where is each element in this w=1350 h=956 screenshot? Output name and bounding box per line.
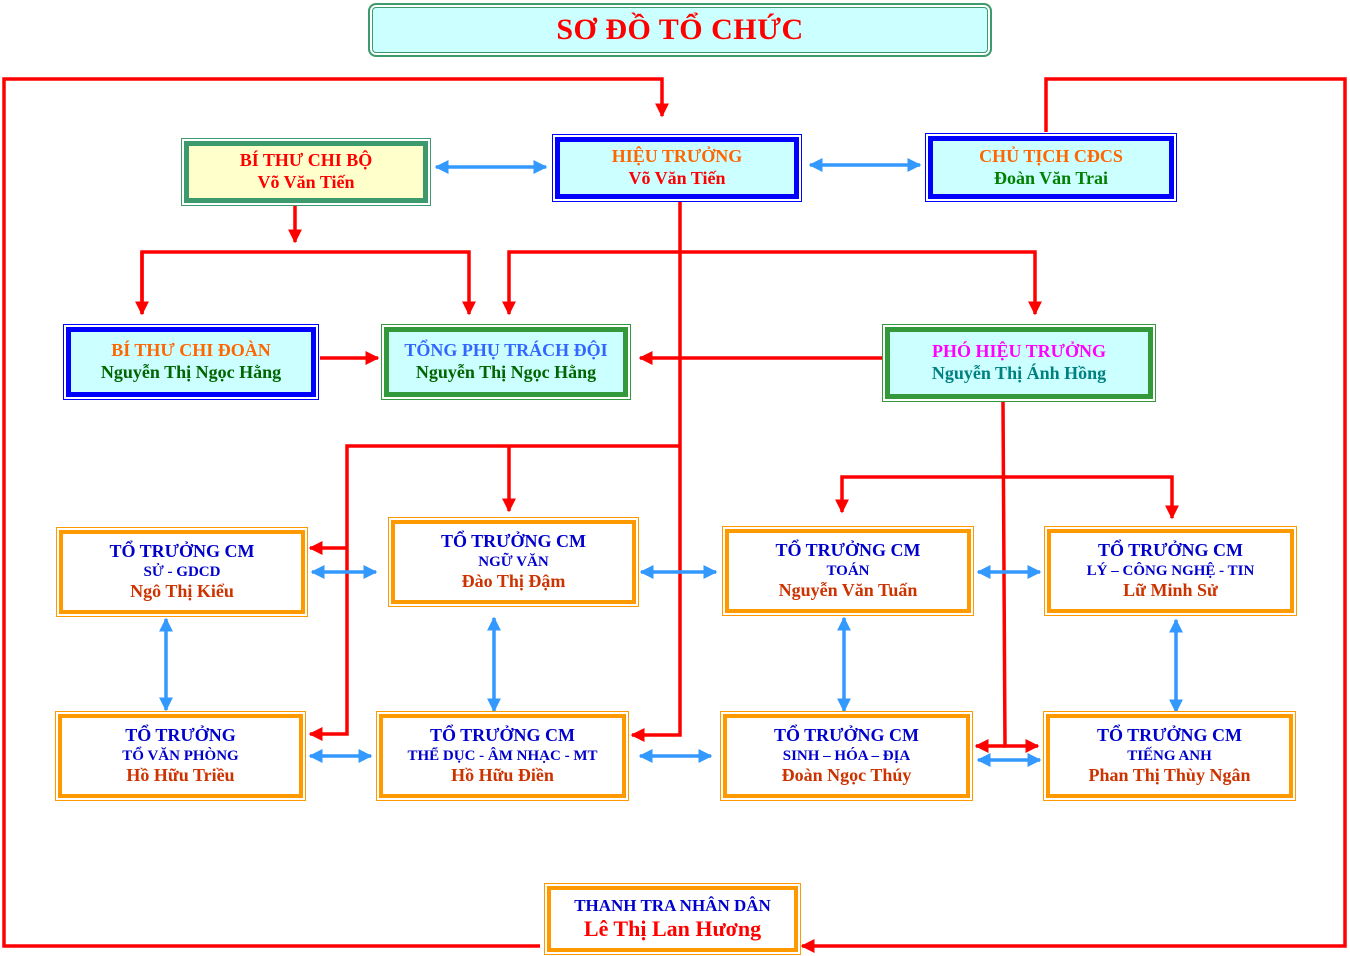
- node-role: TỔ TRƯỞNG CM: [440, 531, 586, 552]
- diagram-title: SƠ ĐỒ TỔ CHỨC: [556, 13, 804, 46]
- node-person-name: Nguyễn Thị Ánh Hồng: [931, 363, 1107, 383]
- node-role: TỔ TRƯỞNG CM: [1097, 540, 1243, 561]
- node-tong-phu-trach-doi: TỔNG PHỤ TRÁCH ĐỘI Nguyễn Thị Ngọc Hằng: [381, 324, 631, 400]
- node-thanh-tra-nhan-dan: THANH TRA NHÂN DÂN Lê Thị Lan Hương: [544, 883, 801, 955]
- node-chu-tich-cdcs: CHỦ TỊCH CĐCS Đoàn Văn Trai: [925, 133, 1177, 202]
- node-person-name: Đoàn Ngọc Thúy: [781, 765, 912, 785]
- node-role: BÍ THƯ CHI ĐOÀN: [111, 340, 271, 361]
- node-to-toan: TỔ TRƯỞNG CM TOÁN Nguyễn Văn Tuấn: [722, 526, 974, 616]
- node-person-name: Đoàn Văn Trai: [993, 167, 1109, 188]
- node-subject: TOÁN: [826, 563, 870, 579]
- node-role: TỔNG PHỤ TRÁCH ĐỘI: [404, 340, 608, 361]
- node-to-ngu-van: TỔ TRƯỞNG CM NGỮ VĂN Đào Thị Đậm: [388, 517, 639, 607]
- line-hieutruong-to-pht: [680, 250, 1042, 316]
- node-person-name: Nguyễn Thị Ngọc Hằng: [100, 362, 282, 382]
- node-person-name: Hồ Hữu Triều: [126, 765, 235, 785]
- node-role: TỔ TRƯỞNG CM: [1096, 725, 1242, 746]
- line-pht-to-toan: [835, 475, 1004, 514]
- node-role: TỔ TRƯỞNG CM: [775, 540, 921, 561]
- line-bithuchibo-to-chidoan: [140, 250, 476, 316]
- node-role: HIỆU TRƯỞNG: [611, 146, 743, 167]
- node-person-name: Đào Thị Đậm: [461, 571, 566, 591]
- node-subject: NGỮ VĂN: [478, 554, 549, 570]
- node-person-name: Hồ Hữu Điền: [451, 765, 554, 785]
- node-role: THANH TRA NHÂN DÂN: [574, 895, 771, 915]
- node-to-the-duc-am-nhac-mt: TỔ TRƯỞNG CM THỂ DỤC - ÂM NHẠC - MT Hồ H…: [376, 711, 629, 801]
- line-thanhtra-to-hieutruong: [2, 77, 669, 948]
- node-to-su-gdcd: TỔ TRƯỞNG CM SỬ - GDCD Ngô Thị Kiểu: [56, 527, 308, 617]
- node-person-name: Lữ Minh Sử: [1123, 580, 1218, 600]
- line-hieutruong-trunk: [630, 200, 682, 742]
- node-person-name: Nguyễn Thị Ngọc Hằng: [415, 362, 597, 382]
- node-subject: LÝ – CÔNG NGHỆ - TIN: [1086, 563, 1255, 579]
- node-person-name: Võ Văn Tiến: [628, 168, 726, 188]
- node-role: TỔ TRƯỞNG: [125, 725, 236, 746]
- node-person-name: Nguyễn Văn Tuấn: [778, 580, 918, 600]
- node-hieu-truong: HIỆU TRƯỞNG Võ Văn Tiến: [552, 134, 802, 202]
- node-to-van-phong: TỔ TRƯỞNG TỔ VĂN PHÒNG Hồ Hữu Triều: [55, 711, 306, 801]
- node-role: CHỦ TỊCH CĐCS: [979, 145, 1123, 166]
- node-person-name: Lê Thị Lan Hương: [583, 916, 762, 941]
- node-person-name: Ngô Thị Kiểu: [130, 581, 234, 601]
- line-pht-trunk: [1001, 401, 1040, 753]
- node-to-sinh-hoa-dia: TỔ TRƯỞNG CM SINH – HÓA – ĐỊA Đoàn Ngọc …: [720, 711, 973, 801]
- node-subject: TIẾNG ANH: [1127, 748, 1212, 764]
- node-subject: TỔ VĂN PHÒNG: [122, 748, 239, 764]
- node-pho-hieu-truong: PHÓ HIỆU TRƯỞNG Nguyễn Thị Ánh Hồng: [882, 324, 1156, 402]
- node-role: TỔ TRƯỞNG CM: [109, 541, 255, 562]
- node-bi-thu-chi-bo: BÍ THƯ CHI BỘ Võ Văn Tiến: [181, 138, 431, 206]
- node-to-ly-cong-nghe-tin: TỔ TRƯỞNG CM LÝ – CÔNG NGHỆ - TIN Lữ Min…: [1044, 526, 1297, 616]
- line-chutich-to-thanhtra: [800, 77, 1347, 953]
- node-role: BÍ THƯ CHI BỘ: [239, 150, 373, 171]
- node-to-tieng-anh: TỔ TRƯỞNG CM TIẾNG ANH Phan Thị Thùy Ngâ…: [1043, 711, 1296, 801]
- line-hieutruong-to-tpt: [502, 250, 680, 316]
- node-bi-thu-chi-doan: BÍ THƯ CHI ĐOÀN Nguyễn Thị Ngọc Hằng: [63, 324, 319, 400]
- node-person-name: Võ Văn Tiến: [257, 172, 355, 192]
- node-role: PHÓ HIỆU TRƯỞNG: [931, 341, 1106, 362]
- node-subject: SỬ - GDCD: [143, 564, 221, 580]
- diagram-title-box: SƠ ĐỒ TỔ CHỨC: [368, 3, 992, 57]
- node-subject: SINH – HÓA – ĐỊA: [782, 748, 911, 764]
- node-subject: THỂ DỤC - ÂM NHẠC - MT: [407, 748, 598, 764]
- node-person-name: Phan Thị Thùy Ngân: [1088, 765, 1251, 785]
- line-pht-to-lycntin: [1004, 475, 1179, 520]
- node-role: TỔ TRƯỞNG CM: [429, 725, 575, 746]
- node-role: TỔ TRƯỞNG CM: [773, 725, 919, 746]
